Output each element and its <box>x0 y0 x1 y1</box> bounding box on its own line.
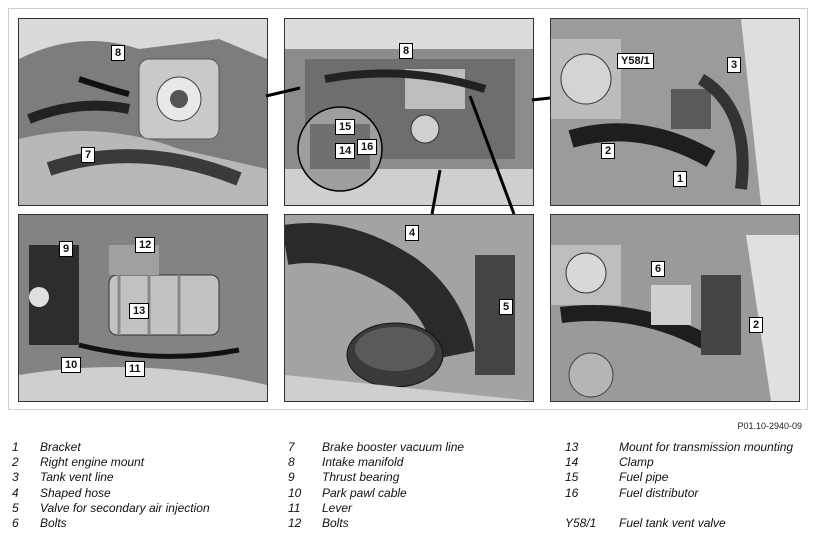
callout-label: 15 <box>335 119 356 135</box>
legend-item: 9 Thrust bearing <box>288 470 558 485</box>
legend-item: 14 Clamp <box>565 455 810 470</box>
legend-column-1: 1 Bracket 2 Right engine mount 3 Tank vent … <box>12 440 272 531</box>
photo-panel-shaped-hose: 4 5 <box>284 214 534 402</box>
callout-label: 14 <box>335 143 356 159</box>
legend-number: 14 <box>565 455 579 470</box>
callout-label: 6 <box>651 261 666 277</box>
legend-text: Right engine mount <box>40 455 145 470</box>
legend-item: 11 Lever <box>288 501 558 516</box>
callout-label: 5 <box>499 299 514 315</box>
engine-photo <box>285 215 533 401</box>
callout-label: 2 <box>749 317 764 333</box>
legend-number: 5 <box>12 500 19 515</box>
legend-text: Thrust bearing <box>322 470 400 485</box>
legend-item: 4 Shaped hose <box>12 486 272 501</box>
legend-text: Intake manifold <box>322 455 404 470</box>
callout-label: 8 <box>111 45 126 61</box>
callout-label: 9 <box>59 241 74 257</box>
legend-text: Bolts <box>40 515 67 530</box>
legend-number: 13 <box>565 440 579 454</box>
legend-column-2: 7 Brake booster vacuum line 8 Intake manif… <box>288 440 558 531</box>
callout-label: 8 <box>399 43 414 59</box>
legend-number: 1 <box>12 440 19 454</box>
callout-label: 16 <box>357 139 378 155</box>
legend-item <box>565 501 810 516</box>
legend-item: 16 Fuel distributor <box>565 486 810 501</box>
legend-number: 15 <box>565 470 579 485</box>
callout-label: 3 <box>727 57 742 73</box>
legend-number: 2 <box>12 455 19 470</box>
callout-label: 10 <box>61 357 82 373</box>
callout-label: 11 <box>125 361 145 377</box>
legend-item: 10 Park pawl cable <box>288 486 558 501</box>
legend-text: Bolts <box>322 515 349 530</box>
photo-panel-engine-mount: 6 2 <box>550 214 800 402</box>
legend-number: 8 <box>288 455 295 470</box>
photo-panel-intake-manifold: 8 7 <box>18 18 268 206</box>
legend-item: 12 Bolts <box>288 516 558 531</box>
engine-photo <box>551 215 799 401</box>
callout-label: 2 <box>601 143 616 159</box>
photo-panel-transmission: 9 12 13 10 11 <box>18 214 268 402</box>
legend-text: Clamp <box>619 455 654 470</box>
engine-photo <box>19 19 267 205</box>
callout-label: 12 <box>135 237 156 253</box>
photo-panel-overview: 8 15 14 16 <box>284 18 534 206</box>
legend-number: 9 <box>288 470 295 485</box>
legend-text: Brake booster vacuum line <box>322 440 465 454</box>
callout-label: 13 <box>129 303 150 319</box>
legend-number: Y58/1 <box>565 515 597 530</box>
legend-text: Lever <box>322 500 353 515</box>
legend-item: 7 Brake booster vacuum line <box>288 440 558 455</box>
legend-column-3: 13 Mount for transmission mounting 14 Clam… <box>565 440 810 531</box>
legend-number: 12 <box>288 515 302 530</box>
figure-reference-code: P01.10-2940-09 <box>737 421 802 431</box>
legend-item: Y58/1 Fuel tank vent valve <box>565 516 810 531</box>
legend-item: 8 Intake manifold <box>288 455 558 470</box>
legend-item: 5 Valve for secondary air injection <box>12 501 272 516</box>
callout-label: 7 <box>81 147 96 163</box>
legend-item: 15 Fuel pipe <box>565 470 810 485</box>
legend-item: 13 Mount for transmission mounting <box>565 440 810 455</box>
legend-number: 6 <box>12 515 19 530</box>
legend-text: Mount for transmission mounting <box>619 440 794 454</box>
legend-item: 6 Bolts <box>12 516 272 531</box>
legend-number: 4 <box>12 485 19 500</box>
callout-label: Y58/1 <box>617 53 654 69</box>
legend-number: 7 <box>288 440 295 454</box>
legend-text: Bracket <box>40 440 81 454</box>
legend-item: 3 Tank vent line <box>12 470 272 485</box>
legend-text: Fuel tank vent valve <box>619 515 726 530</box>
legend-item: 1 Bracket <box>12 440 272 455</box>
legend-text: Fuel pipe <box>619 470 669 485</box>
legend-number: 11 <box>288 500 301 515</box>
legend: 1 Bracket 2 Right engine mount 3 Tank vent … <box>0 440 814 538</box>
legend-item: 2 Right engine mount <box>12 455 272 470</box>
legend-text: Park pawl cable <box>322 485 407 500</box>
legend-text: Fuel distributor <box>619 485 699 500</box>
legend-text: Valve for secondary air injection <box>40 500 210 515</box>
photo-panel-vent-valve: Y58/1 3 2 1 <box>550 18 800 206</box>
legend-text: Tank vent line <box>40 470 114 485</box>
legend-number: 3 <box>12 470 19 485</box>
legend-text: Shaped hose <box>40 485 111 500</box>
callout-label: 1 <box>673 171 688 187</box>
callout-label: 4 <box>405 225 420 241</box>
legend-number: 16 <box>565 485 579 500</box>
legend-number: 10 <box>288 485 302 500</box>
